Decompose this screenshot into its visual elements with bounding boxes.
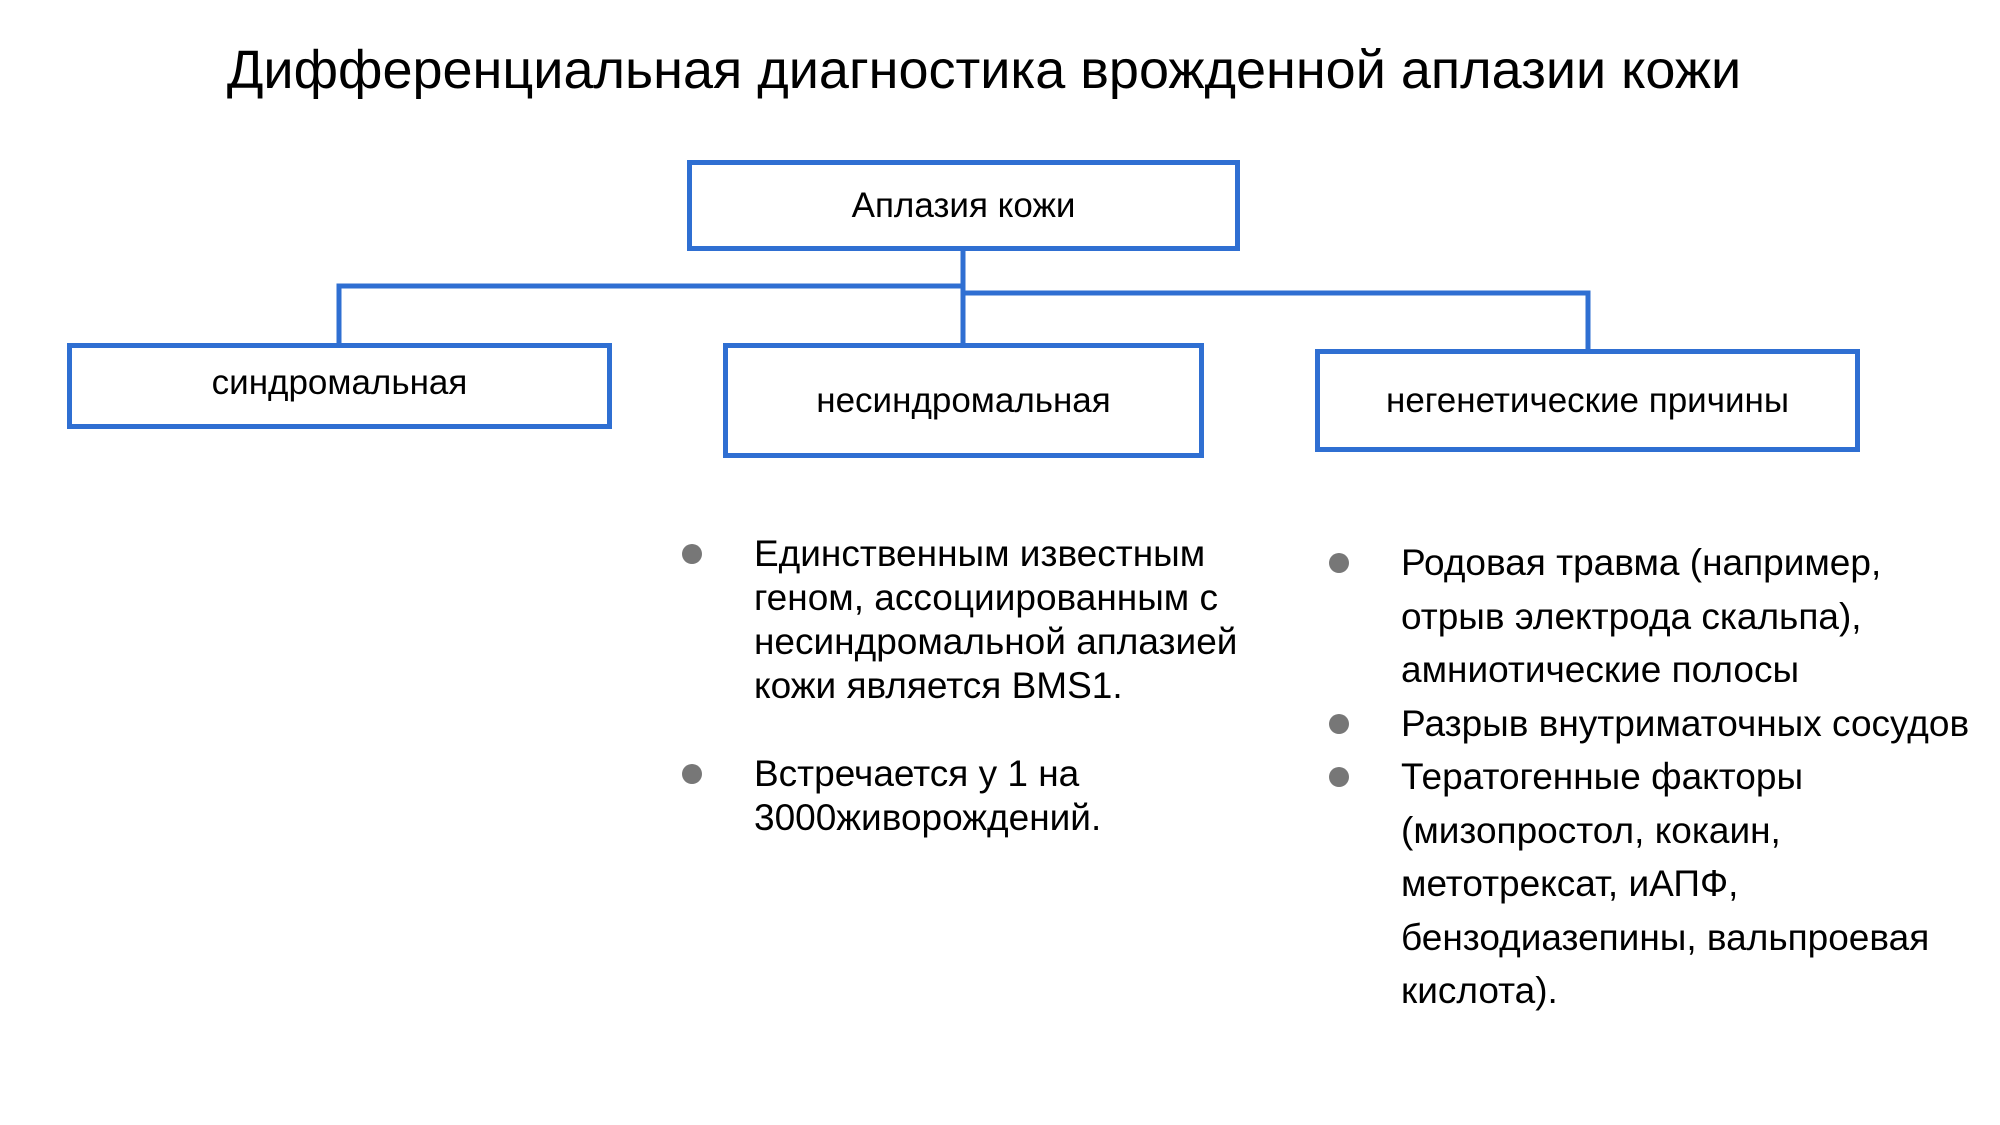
bullet-icon (682, 544, 702, 564)
bullet-icon (1329, 553, 1349, 573)
list-item: Встречается у 1 на 3000живорождений. (682, 752, 1302, 840)
nonsyndromic-bullet-list: Единственным известным геном, ассоцииров… (682, 532, 1302, 840)
node-syndromic: синдромальная (67, 343, 612, 429)
bullet-icon (1329, 767, 1349, 787)
list-item: Тератогенные факторы (мизопростол, кокаи… (1329, 750, 1989, 1018)
list-item: Единственным известным геном, ассоцииров… (682, 532, 1302, 708)
bullet-text: Родовая травма (например, отрыв электрод… (1401, 542, 1882, 690)
bullet-text: Разрыв внутриматочных сосудов (1401, 702, 1970, 744)
bullet-text: Тератогенные факторы (мизопростол, кокаи… (1401, 756, 1930, 1011)
page-title: Дифференциальная диагностика врожденной … (226, 40, 1742, 100)
bullet-icon (1329, 713, 1349, 734)
bullet-text: Единственным известным геном, ассоцииров… (754, 533, 1238, 706)
bullet-icon (682, 764, 702, 784)
list-item: Разрыв внутриматочных сосудов (1329, 697, 1989, 751)
nongenetic-bullet-list: Родовая травма (например, отрыв электрод… (1329, 536, 1989, 1018)
bullet-text: Встречается у 1 на 3000живорождений. (754, 753, 1102, 838)
root-node-skin-aplasia: Аплазия кожи (687, 160, 1240, 251)
node-nongenetic-causes: негенетические причины (1315, 349, 1860, 452)
node-nonsyndromic: несиндромальная (723, 343, 1204, 458)
list-item: Родовая травма (например, отрыв электрод… (1329, 536, 1989, 697)
